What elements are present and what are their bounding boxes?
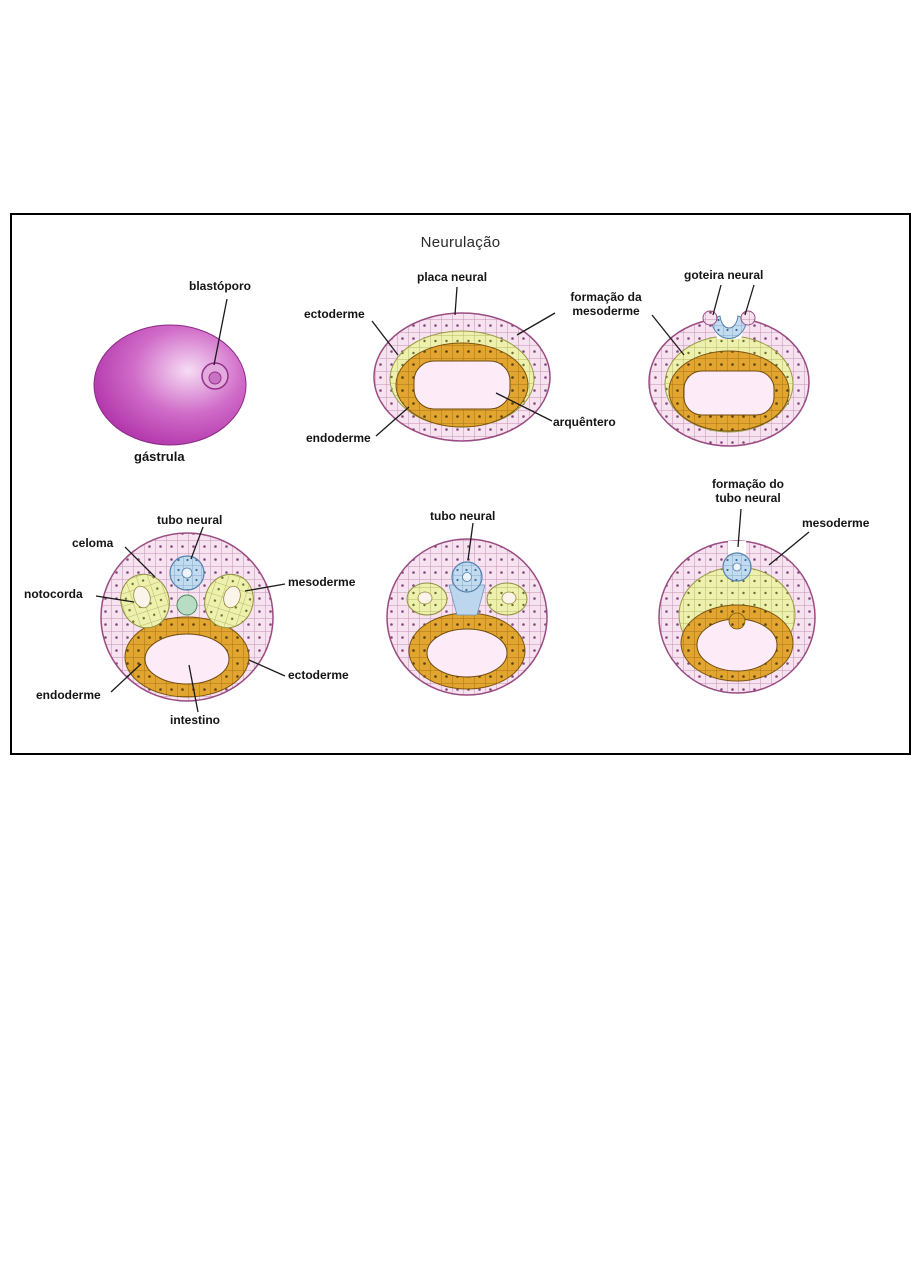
neural-tube-embryo-right (658, 540, 816, 694)
label-notocorda: notocorda (24, 587, 83, 601)
neurulation-diagram-panel: Neurulação blastóporo gástrula placa neu… (10, 213, 911, 755)
label-ectoderme-top: ectoderme (304, 307, 365, 321)
label-intestino: intestino (170, 713, 220, 727)
label-goteira-neural: goteira neural (684, 268, 764, 282)
coelom-right (223, 585, 241, 609)
label-formacao-tubo-neural: formação do tubo neural (711, 477, 784, 506)
neural-tube-embryo-middle (386, 538, 548, 696)
diagram-title: Neurulação (420, 234, 501, 251)
neural-tube-embryo-left (100, 532, 274, 702)
label-tubo-neural-middle: tubo neural (430, 509, 496, 523)
label-celoma: celoma (72, 536, 114, 550)
label-endoderme-top: endoderme (306, 431, 371, 445)
neural-groove-embryo (648, 310, 810, 447)
label-tubo-neural-left: tubo neural (157, 513, 223, 527)
label-formacao-mesoderme: formação da mesoderme (570, 290, 642, 319)
archenteron-cavity (413, 360, 511, 410)
leader-lines (95, 284, 810, 713)
gut-cavity (144, 633, 230, 685)
label-endoderme-bottom: endoderme (36, 688, 101, 702)
label-gastrula: gástrula (134, 449, 185, 464)
label-placa-neural: placa neural (417, 270, 488, 284)
neural-plate-embryo (373, 312, 551, 442)
label-blastoporo: blastóporo (189, 279, 251, 293)
label-ectoderme-bottom: ectoderme (288, 668, 349, 682)
gastrula-figure (93, 324, 247, 446)
notochord (176, 594, 198, 616)
label-mesoderme-left: mesoderme (288, 575, 356, 589)
neurulation-diagram (93, 284, 816, 713)
coelom-left (133, 585, 151, 609)
label-mesoderme-right: mesoderme (802, 516, 870, 530)
label-arquentero: arquêntero (553, 415, 616, 429)
